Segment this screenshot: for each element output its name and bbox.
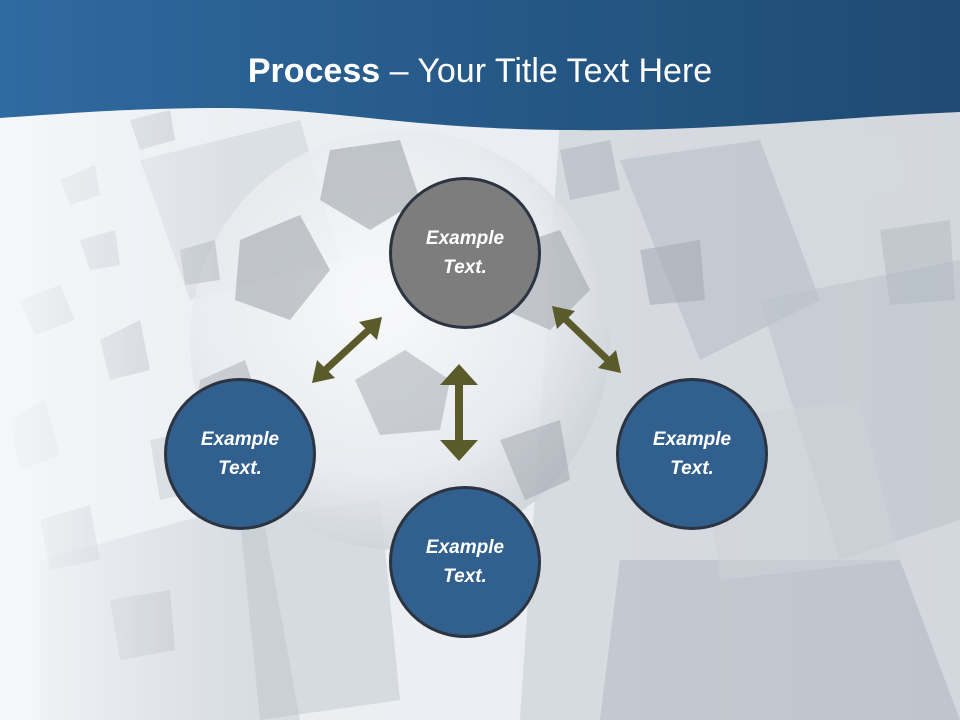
arrow-center-vertical	[440, 364, 478, 461]
slide-title: Process – Your Title Text Here	[0, 52, 960, 91]
arrow-top-left	[312, 317, 382, 383]
node-left-label: Example Text.	[200, 429, 280, 479]
process-node-right: Example Text.	[616, 378, 768, 530]
process-node-bottom: Example Text.	[389, 486, 541, 638]
process-node-left: Example Text.	[164, 378, 316, 530]
process-node-top: Example Text.	[389, 177, 541, 329]
node-right-label: Example Text.	[652, 429, 732, 479]
node-top-label: Example Text.	[425, 228, 505, 278]
arrow-top-right	[552, 306, 621, 373]
title-bold: Process	[247, 52, 381, 90]
title-rest: – Your Title Text Here	[380, 52, 713, 90]
node-bottom-label: Example Text.	[425, 537, 505, 587]
